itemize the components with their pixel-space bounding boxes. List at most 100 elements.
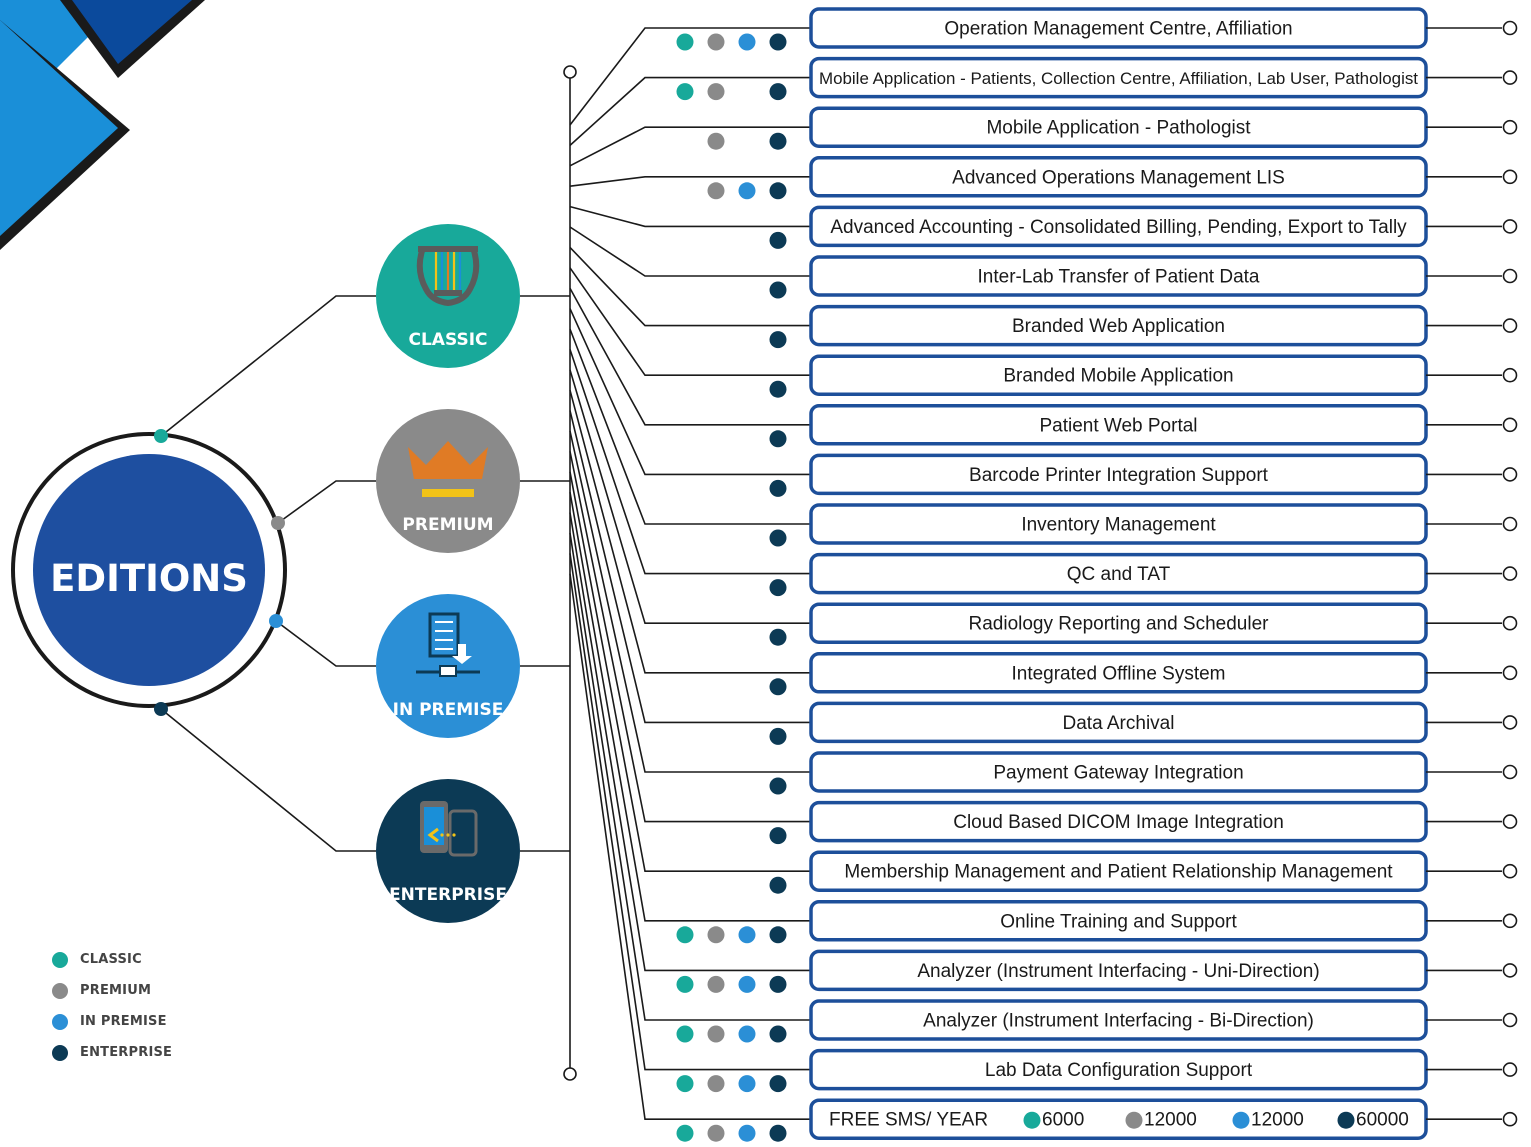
- feature-label: Online Training and Support: [1000, 911, 1237, 932]
- sms-value-classic: 6000: [1042, 1110, 1084, 1131]
- legend-dot-enterprise: [52, 1044, 68, 1061]
- legend-item-enterprise: ENTERPRISE: [52, 1037, 172, 1068]
- mobile-transfer-icon: [420, 801, 478, 857]
- edition-label: ENTERPRISE: [389, 885, 507, 905]
- edition-dot-classic: [676, 83, 694, 101]
- hub-dot-premium: [271, 516, 285, 530]
- edition-dot-premium: [707, 182, 725, 200]
- edition-dot-enterprise: [769, 628, 787, 646]
- sms-label: FREE SMS/ YEAR: [829, 1110, 988, 1131]
- feature-row: Patient Web Portal: [569, 287, 1518, 448]
- feature-row: Advanced Operations Management LIS: [569, 156, 1518, 200]
- feature-row: Analyzer (Instrument Interfacing - Bi-Di…: [569, 532, 1518, 1043]
- feature-label: Analyzer (Instrument Interfacing - Uni-D…: [917, 961, 1319, 982]
- legend-item-premium: PREMIUM: [52, 975, 172, 1006]
- edition-dot-in_premise: [738, 1025, 756, 1043]
- feature-connector: [569, 246, 811, 327]
- end-node: [1502, 268, 1518, 284]
- corner-decoration: [0, 0, 205, 250]
- edition-dot-enterprise: [769, 727, 787, 745]
- feature-connector: [569, 553, 811, 1071]
- feature-row: Online Training and Support: [569, 492, 1518, 944]
- end-node: [1502, 963, 1518, 978]
- edition-connector: [160, 708, 376, 852]
- end-node: [1502, 219, 1518, 234]
- feature-connector: [569, 532, 811, 1021]
- feature-row: Membership Management and Patient Relati…: [569, 471, 1518, 894]
- feature-connector: [569, 512, 811, 972]
- legend-dot-premium: [52, 982, 68, 999]
- edition-label: PREMIUM: [402, 515, 493, 535]
- feature-label: Barcode Printer Integration Support: [969, 465, 1269, 486]
- feature-label: Integrated Offline System: [1011, 663, 1225, 684]
- edition-dot-in_premise: [738, 182, 756, 200]
- edition-dot-enterprise: [769, 33, 787, 51]
- feature-row: Lab Data Configuration Support: [569, 553, 1518, 1093]
- feature-row: Mobile Application - Pathologist: [569, 106, 1518, 167]
- edition-dot-enterprise: [769, 430, 787, 448]
- feature-connector: [569, 226, 811, 277]
- feature-connector: [569, 451, 811, 823]
- hub-dot-in_premise: [269, 614, 283, 628]
- end-node: [1502, 913, 1518, 929]
- edition-dot-classic: [676, 1124, 694, 1142]
- feature-row: Branded Web Application: [569, 246, 1518, 349]
- end-node: [1502, 665, 1518, 681]
- feature-label: Data Archival: [1063, 713, 1175, 734]
- feature-label: Mobile Application - Patients, Collectio…: [819, 69, 1418, 88]
- feature-connector: [569, 492, 811, 922]
- edition-dot-enterprise: [769, 1025, 787, 1043]
- edition-dot-premium: [707, 975, 725, 993]
- edition-dot-enterprise: [769, 579, 787, 597]
- feature-connector: [569, 267, 811, 377]
- edition-dot-enterprise: [769, 1124, 787, 1142]
- edition-dot-enterprise: [769, 827, 787, 845]
- sms-dot-classic: [1023, 1111, 1041, 1129]
- edition-dot-enterprise: [769, 231, 787, 249]
- edition-dot-classic: [676, 1025, 694, 1043]
- feature-connector: [569, 308, 811, 476]
- legend-label: IN PREMISE: [80, 1014, 167, 1029]
- edition-dot-enterprise: [769, 975, 787, 993]
- feature-connector: [569, 430, 811, 773]
- edition-dot-classic: [676, 33, 694, 51]
- lyre-icon: [416, 246, 480, 307]
- edition-premium[interactable]: PREMIUM: [376, 409, 520, 553]
- feature-connector: [569, 27, 811, 126]
- feature-label: Advanced Operations Management LIS: [952, 167, 1285, 188]
- end-node: [1502, 1111, 1518, 1127]
- edition-dot-premium: [707, 1075, 725, 1093]
- edition-dot-premium: [707, 1025, 725, 1043]
- edition-dot-premium: [707, 1124, 725, 1142]
- feature-connector: [569, 126, 811, 167]
- edition-dot-enterprise: [769, 182, 787, 200]
- edition-dot-in_premise: [738, 926, 756, 944]
- hub-dot-classic: [154, 429, 168, 443]
- edition-dot-classic: [676, 926, 694, 944]
- sms-dot-enterprise: [1337, 1111, 1355, 1129]
- edition-dot-enterprise: [769, 926, 787, 944]
- trunk-cap-top: [563, 65, 577, 79]
- feature-label: Analyzer (Instrument Interfacing - Bi-Di…: [923, 1011, 1314, 1032]
- edition-dot-enterprise: [769, 331, 787, 349]
- feature-label: Cloud Based DICOM Image Integration: [953, 812, 1284, 833]
- end-node: [1502, 1012, 1518, 1028]
- edition-dot-in_premise: [738, 1124, 756, 1142]
- legend-item-classic: CLASSIC: [52, 944, 172, 975]
- edition-in_premise[interactable]: IN PREMISE: [376, 594, 520, 738]
- edition-enterprise[interactable]: ENTERPRISE: [376, 779, 520, 923]
- feature-row: Payment Gateway Integration: [569, 430, 1518, 795]
- edition-connector: [160, 295, 376, 437]
- edition-classic[interactable]: CLASSIC: [376, 224, 520, 368]
- sms-dot-in_premise: [1232, 1111, 1250, 1129]
- edition-dot-enterprise: [769, 777, 787, 795]
- legend-label: PREMIUM: [80, 983, 152, 998]
- feature-label: Operation Management Centre, Affiliation: [944, 19, 1292, 40]
- edition-dot-in_premise: [738, 33, 756, 51]
- feature-label: Branded Web Application: [1012, 316, 1225, 337]
- edition-dot-enterprise: [769, 281, 787, 299]
- end-node: [1502, 516, 1518, 532]
- server-icon: [416, 612, 480, 677]
- feature-label: Patient Web Portal: [1039, 415, 1197, 436]
